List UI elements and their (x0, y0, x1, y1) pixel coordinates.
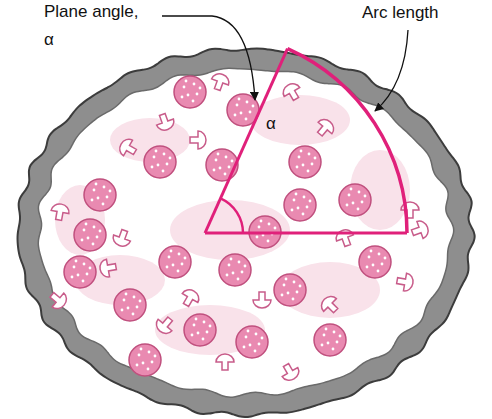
pepperoni (219, 254, 251, 286)
mushroom (216, 354, 234, 370)
pepperoni (359, 246, 391, 278)
mushroom (99, 258, 118, 279)
sauce-patch (170, 200, 290, 260)
pepperoni (284, 189, 316, 221)
pepperoni (64, 256, 96, 288)
mushroom (396, 272, 415, 293)
mushroom (154, 111, 176, 132)
pepperoni (236, 326, 268, 358)
pepperoni (144, 146, 176, 178)
radius-line (205, 49, 287, 233)
pepperoni (114, 289, 146, 321)
angle-marker (221, 198, 243, 233)
mushroom (190, 131, 206, 149)
pepperoni (314, 324, 346, 356)
mushroom (253, 292, 271, 308)
mushroom (280, 81, 304, 104)
mushroom (153, 313, 177, 337)
pepperoni (184, 314, 216, 346)
mushroom (111, 227, 133, 248)
arc-length-arc (287, 49, 407, 233)
pepperoni (84, 179, 116, 211)
mushroom (209, 71, 231, 92)
arc-label: Arc length (362, 3, 472, 23)
mushroom (178, 287, 202, 310)
radius-line (205, 232, 407, 235)
mushroom (117, 136, 140, 160)
angle-symbol: α (266, 114, 276, 134)
pepperoni (129, 344, 161, 376)
pepperoni (74, 219, 106, 251)
mushroom (50, 203, 71, 222)
mushroom (409, 219, 430, 241)
angle-label: Plane angle, α (44, 0, 144, 54)
pepperoni (339, 184, 371, 216)
mushroom (318, 293, 342, 317)
pepperoni (274, 274, 306, 306)
mushroom (278, 361, 302, 384)
mushroom (46, 288, 70, 312)
pepperoni (206, 149, 238, 181)
pizza-cheese (38, 68, 453, 397)
leader-line (375, 30, 408, 111)
pepperoni (159, 246, 191, 278)
mushroom (313, 116, 337, 140)
pepperoni (289, 146, 321, 178)
pepperoni (174, 76, 206, 108)
pizza-crust (18, 48, 475, 417)
leader-line (162, 16, 255, 100)
mushroom (334, 227, 356, 248)
